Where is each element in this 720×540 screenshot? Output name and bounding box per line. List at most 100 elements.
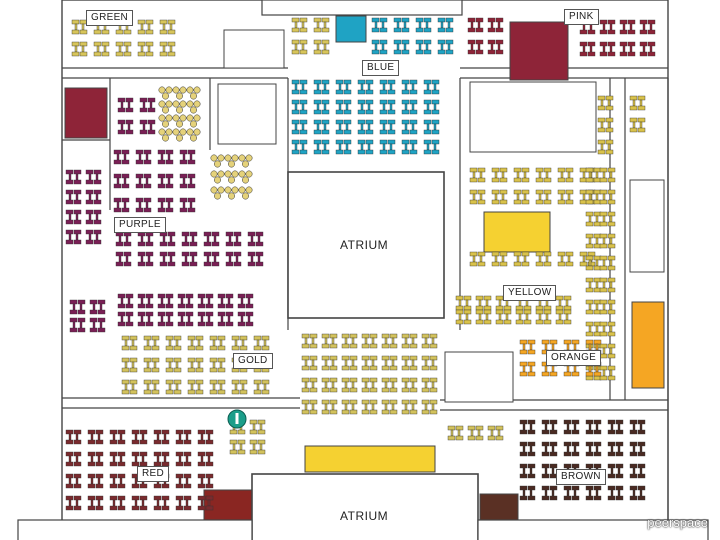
desk-blue <box>313 139 330 155</box>
desk-green <box>137 41 154 57</box>
room-brown <box>479 493 519 525</box>
desk-gold <box>209 335 226 351</box>
desk-yellow <box>469 189 486 205</box>
desk-red <box>175 451 192 467</box>
atrium-outlines <box>17 171 709 540</box>
desk-red <box>65 451 82 467</box>
desk-gold <box>381 377 398 393</box>
desk-blue <box>437 17 454 33</box>
desk-purple <box>113 173 130 189</box>
round-table <box>172 128 180 136</box>
desk-purple <box>89 299 106 315</box>
desk-purple <box>159 251 176 267</box>
desk-purple <box>137 231 154 247</box>
zone-label-brown: BROWN <box>556 469 606 485</box>
desk-green <box>115 41 132 57</box>
desk-purple <box>179 149 196 165</box>
desk-yellow <box>513 251 530 267</box>
desk-purple <box>157 173 174 189</box>
round-table <box>214 192 221 200</box>
desk-purple <box>247 251 264 267</box>
marker-glyph <box>235 413 239 424</box>
desk-purple <box>117 311 134 327</box>
desk-gold <box>253 335 270 351</box>
round-table <box>172 100 180 108</box>
desk-yellow <box>599 299 616 315</box>
desk-green <box>159 41 176 57</box>
desk-red <box>197 473 214 489</box>
desk-yellow <box>599 277 616 293</box>
desk-brown <box>541 485 558 501</box>
desk-gold <box>447 425 464 441</box>
desk-brown <box>541 419 558 435</box>
desk-brown <box>563 485 580 501</box>
round-table <box>172 86 180 94</box>
round-table <box>186 86 194 94</box>
round-table <box>245 154 253 162</box>
zone-label-orange: ORANGE <box>546 350 602 366</box>
desk-purple <box>117 119 134 135</box>
desk-purple <box>177 311 194 327</box>
desk-red <box>87 473 104 489</box>
desk-purple <box>159 231 176 247</box>
desk-pink <box>467 39 484 55</box>
room-restroom-nw <box>217 83 277 145</box>
desk-blue <box>379 99 396 115</box>
desk-brown <box>607 463 624 479</box>
desk-gold <box>321 399 338 415</box>
desk-brown <box>607 485 624 501</box>
desk-blue <box>401 99 418 115</box>
desk-gold <box>401 333 418 349</box>
desk-purple <box>157 311 174 327</box>
desk-purple <box>181 231 198 247</box>
desk-yellow <box>599 321 616 337</box>
top-entry <box>261 0 463 16</box>
room-meeting-nw <box>223 29 285 69</box>
desk-yellow <box>555 309 572 325</box>
desk-brown <box>519 463 536 479</box>
desk-purple <box>135 197 152 213</box>
desk-gold <box>143 335 160 351</box>
desk-blue <box>335 119 352 135</box>
desk-blue <box>379 79 396 95</box>
desk-purple <box>117 293 134 309</box>
desk-gold <box>249 439 266 455</box>
desk-purple <box>139 119 156 135</box>
desk-red <box>131 451 148 467</box>
desk-gold <box>121 379 138 395</box>
round-table <box>210 186 218 194</box>
round-table <box>245 186 253 194</box>
desk-yellow <box>513 189 530 205</box>
desk-yellow <box>491 167 508 183</box>
atrium-label-main: ATRIUM <box>340 238 389 252</box>
round-table <box>179 114 187 122</box>
desk-yellow <box>585 211 602 227</box>
desk-pink <box>467 17 484 33</box>
desk-pink <box>599 41 616 57</box>
desk-blue <box>415 39 432 55</box>
desk-gold <box>421 355 438 371</box>
desk-blue <box>423 79 440 95</box>
desk-purple <box>65 229 82 245</box>
room-restroom <box>444 351 514 403</box>
desk-green <box>71 19 88 35</box>
desk-brown <box>585 485 602 501</box>
round-table <box>176 134 183 142</box>
round-table <box>162 120 169 128</box>
round-table <box>210 154 218 162</box>
desk-gold <box>381 399 398 415</box>
desk-blue <box>313 119 330 135</box>
round-table <box>214 176 221 184</box>
round-table <box>224 186 232 194</box>
desk-yellow <box>491 251 508 267</box>
round-table <box>214 160 221 168</box>
round-table <box>242 192 249 200</box>
round-table <box>190 134 197 142</box>
round-table <box>228 192 235 200</box>
desk-purple <box>203 231 220 247</box>
zone-label-pink: PINK <box>564 9 599 25</box>
desk-blue <box>371 39 388 55</box>
desk-red <box>65 473 82 489</box>
desk-yellow <box>491 189 508 205</box>
